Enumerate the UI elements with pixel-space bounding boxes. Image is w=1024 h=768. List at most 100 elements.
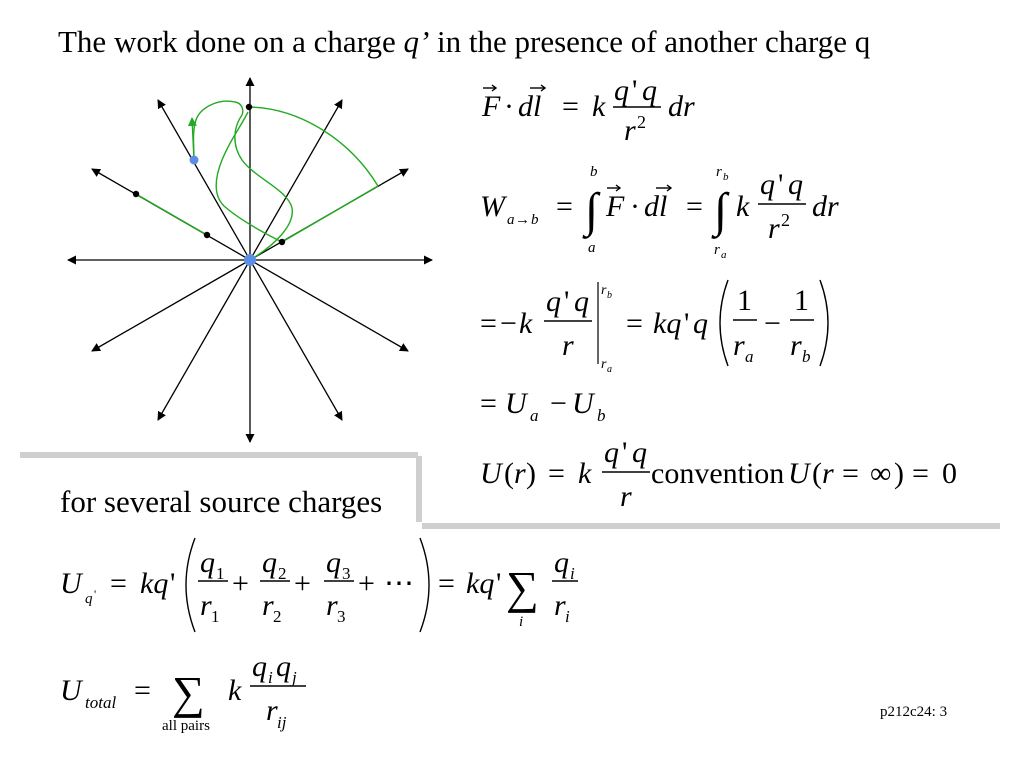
total-subscript: total bbox=[85, 693, 116, 712]
svg-text:k: k bbox=[736, 190, 750, 223]
svg-text:U: U bbox=[60, 674, 84, 707]
svg-text:q: q bbox=[632, 436, 647, 469]
svg-text:r: r bbox=[601, 357, 607, 372]
source-charge-point bbox=[244, 254, 256, 266]
test-charge-point bbox=[189, 155, 199, 165]
svg-text:k: k bbox=[519, 307, 533, 340]
svg-text:j: j bbox=[290, 668, 297, 687]
field-line bbox=[249, 259, 409, 352]
svg-text:r: r bbox=[716, 164, 722, 180]
svg-text:): ) bbox=[526, 457, 536, 490]
svg-text:': ' bbox=[496, 567, 501, 600]
svg-text:U: U bbox=[788, 457, 812, 490]
svg-text:U: U bbox=[480, 457, 504, 490]
svg-text:∞: ∞ bbox=[870, 457, 891, 490]
section-heading: for several source charges bbox=[60, 484, 383, 519]
svg-text:r: r bbox=[601, 283, 607, 298]
svg-text:q: q bbox=[604, 436, 619, 469]
svg-text:k: k bbox=[592, 90, 606, 123]
slide-footer: p212c24: 3 bbox=[880, 704, 948, 720]
svg-text:i: i bbox=[565, 607, 570, 626]
field-line-diagram bbox=[67, 77, 433, 443]
svg-text:=: = bbox=[438, 567, 455, 600]
svg-text:q: q bbox=[614, 74, 629, 107]
radial-path-segment bbox=[281, 185, 379, 243]
svg-text:q: q bbox=[642, 74, 657, 107]
svg-text:0: 0 bbox=[942, 457, 957, 490]
slide-title: The work done on a charge q’ in the pres… bbox=[58, 24, 871, 59]
svg-text:': ' bbox=[684, 307, 689, 340]
svg-text:kq: kq bbox=[140, 567, 168, 600]
field-line bbox=[157, 99, 251, 261]
point-marker bbox=[203, 231, 211, 239]
svg-text:k: k bbox=[578, 457, 592, 490]
svg-text:(: ( bbox=[812, 457, 822, 490]
svg-text:a: a bbox=[745, 347, 754, 366]
svg-text:dl: dl bbox=[518, 90, 541, 123]
svg-text:r: r bbox=[262, 589, 274, 622]
svg-text:dr: dr bbox=[668, 90, 695, 123]
svg-text:1: 1 bbox=[211, 607, 220, 626]
svg-text:': ' bbox=[170, 567, 175, 600]
svg-text:r: r bbox=[822, 457, 834, 490]
svg-text:r: r bbox=[554, 589, 566, 622]
svg-text:(: ( bbox=[504, 457, 514, 490]
point-marker bbox=[245, 103, 253, 111]
svg-text:∫: ∫ bbox=[711, 184, 730, 239]
svg-text:q: q bbox=[200, 546, 215, 579]
svg-text:=: = bbox=[110, 567, 127, 600]
svg-text:a: a bbox=[530, 406, 539, 425]
svg-text:·: · bbox=[504, 90, 514, 123]
field-line bbox=[249, 259, 343, 421]
svg-text:a: a bbox=[507, 212, 515, 228]
work-paths bbox=[135, 100, 379, 261]
svg-text:F: F bbox=[605, 190, 625, 223]
svg-text:b: b bbox=[531, 212, 539, 228]
svg-text:∑: ∑ bbox=[506, 562, 539, 613]
svg-text:=: = bbox=[626, 307, 643, 340]
svg-text:∫: ∫ bbox=[582, 184, 601, 239]
svg-text:dr: dr bbox=[812, 190, 839, 223]
svg-text:−: − bbox=[550, 387, 567, 420]
field-line bbox=[91, 259, 251, 352]
svg-text:r: r bbox=[790, 329, 802, 362]
point-marker bbox=[278, 238, 286, 246]
svg-text:b: b bbox=[723, 171, 729, 183]
svg-text:1: 1 bbox=[794, 284, 809, 317]
svg-text:': ' bbox=[632, 74, 637, 107]
svg-text:⋯: ⋯ bbox=[384, 567, 414, 600]
path-arrow bbox=[187, 117, 197, 161]
svg-text:kq: kq bbox=[653, 307, 681, 340]
svg-text:2: 2 bbox=[637, 112, 646, 132]
svg-text:kq: kq bbox=[466, 567, 494, 600]
svg-text:dl: dl bbox=[644, 190, 667, 223]
svg-text:r: r bbox=[562, 329, 574, 362]
svg-text:q: q bbox=[554, 546, 569, 579]
svg-text:': ' bbox=[94, 587, 96, 601]
svg-text:': ' bbox=[778, 168, 783, 201]
svg-text:2: 2 bbox=[781, 210, 790, 230]
svg-text:+: + bbox=[358, 567, 375, 600]
point-marker bbox=[132, 190, 140, 198]
svg-text:q: q bbox=[760, 168, 775, 201]
path-points bbox=[132, 103, 286, 246]
svg-text:': ' bbox=[564, 285, 569, 318]
svg-text:U: U bbox=[60, 567, 84, 600]
svg-text:b: b bbox=[802, 347, 811, 366]
svg-text:q: q bbox=[546, 285, 561, 318]
svg-text:W: W bbox=[480, 190, 508, 223]
svg-text:b: b bbox=[607, 290, 612, 301]
svg-text:=: = bbox=[556, 190, 573, 223]
curved-path bbox=[215, 111, 283, 243]
svg-text:2: 2 bbox=[273, 607, 282, 626]
svg-text:2: 2 bbox=[278, 564, 287, 583]
separator-bar bbox=[422, 523, 1000, 529]
svg-text:r: r bbox=[266, 694, 278, 727]
title-charge-symbol: q’ bbox=[403, 24, 430, 59]
